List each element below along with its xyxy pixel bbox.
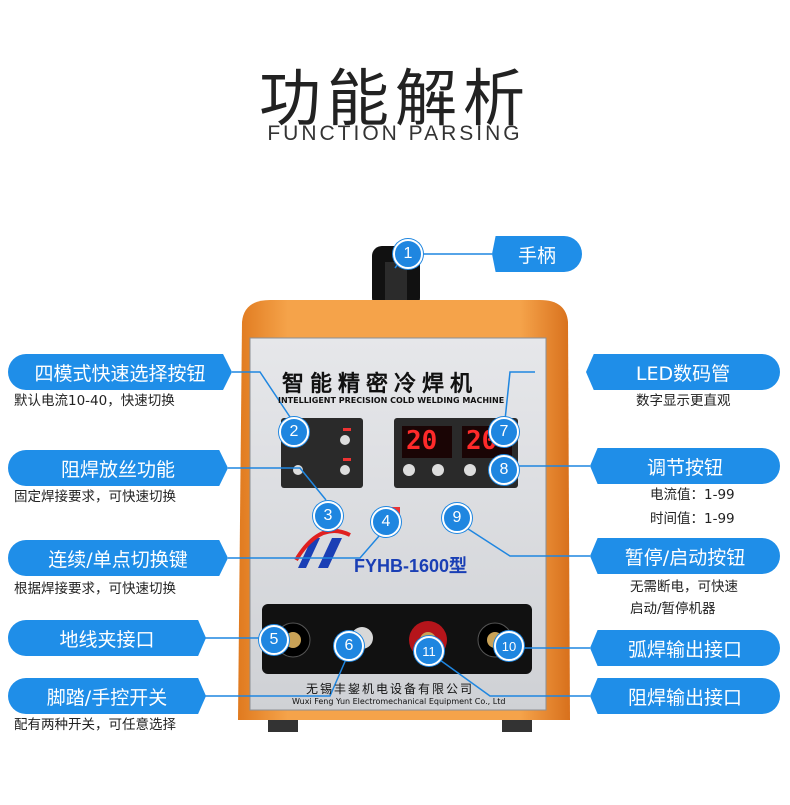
callout-number-3: 3	[313, 501, 343, 531]
desc-led-display: 数字显示更直观	[636, 393, 731, 409]
machine-name-cn: 智能精密冷焊机	[282, 372, 479, 397]
desc-continuous-single-toggle: 根据焊接要求，可快速切换	[14, 581, 176, 597]
desc-pause-start-line1: 无需断电，可快速	[630, 579, 738, 595]
callout-number-2: 2	[279, 417, 309, 447]
led-display-left: 20	[406, 426, 438, 456]
callout-number-6: 6	[334, 631, 364, 661]
callout-number-1: 1	[393, 239, 423, 269]
callout-number-8: 8	[489, 455, 519, 485]
callout-number-9: 9	[442, 503, 472, 533]
maker-cn: 无锡丰鋆机电设备有限公司	[306, 682, 475, 696]
callout-number-5: 5	[259, 625, 289, 655]
desc-spot-wire-feed: 固定焊接要求，可快速切换	[14, 489, 176, 505]
label-ground-clamp-port: 地线夹接口	[8, 620, 206, 656]
desc-pause-start-line2: 启动/暂停机器	[630, 601, 716, 617]
label-led-display: LED数码管	[586, 354, 780, 390]
label-spot-wire-feed: 阻焊放丝功能	[8, 450, 228, 486]
label-continuous-single-toggle: 连续/单点切换键	[8, 540, 228, 576]
page-subtitle: FUNCTION PARSING	[267, 122, 523, 145]
label-adjust-buttons: 调节按钮	[590, 448, 780, 484]
desc-adjust-time: 时间值：1-99	[650, 511, 735, 527]
label-foot-hand-switch: 脚踏/手控开关	[8, 678, 206, 714]
desc-adjust-current: 电流值：1-99	[650, 487, 735, 503]
label-spot-weld-output: 阻焊输出接口	[590, 678, 780, 714]
maker-en: Wuxi Feng Yun Electromechanical Equipmen…	[292, 697, 506, 706]
desc-mode-select-buttons: 默认电流10-40，快速切换	[14, 393, 175, 409]
label-handle: 手柄	[492, 236, 582, 272]
callout-number-7: 7	[489, 417, 519, 447]
connector-panel	[262, 604, 532, 674]
label-arc-weld-output: 弧焊输出接口	[590, 630, 780, 666]
page-title: 功能解析	[258, 62, 531, 135]
label-pause-start-button: 暂停/启动按钮	[590, 538, 780, 574]
callout-number-10: 10	[494, 631, 524, 661]
callout-number-4: 4	[371, 507, 401, 537]
model-label: FYHB-1600型	[354, 556, 468, 576]
callout-number-11: 11	[414, 636, 444, 666]
label-mode-select-buttons: 四模式快速选择按钮	[8, 354, 232, 390]
machine-name-en: INTELLIGENT PRECISION COLD WELDING MACHI…	[278, 396, 505, 405]
desc-foot-hand-switch: 配有两种开关，可任意选择	[14, 717, 176, 733]
